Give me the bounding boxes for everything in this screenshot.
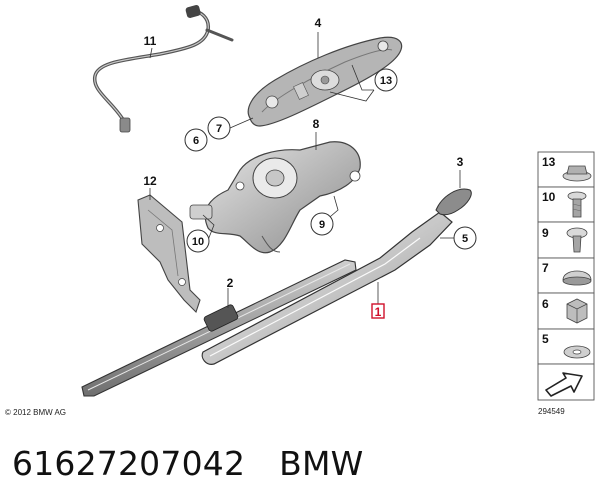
wiper-motor-part bbox=[189, 132, 361, 254]
svg-text:10: 10 bbox=[192, 236, 204, 248]
legend-item-13: 13 bbox=[537, 151, 595, 188]
part-label-1-highlight: 1 bbox=[371, 282, 385, 319]
part-label-11: 11 bbox=[144, 34, 157, 48]
part-label-12: 12 bbox=[143, 174, 157, 188]
svg-text:7: 7 bbox=[542, 261, 549, 275]
callout-7: 7 bbox=[207, 116, 231, 140]
diagram-number: 294549 bbox=[538, 407, 565, 416]
legend-item-9: 9 bbox=[537, 221, 595, 259]
legend-item-10: 10 bbox=[537, 186, 595, 223]
svg-text:9: 9 bbox=[542, 226, 549, 240]
part-label-8: 8 bbox=[313, 117, 320, 131]
legend-item-7: 7 bbox=[537, 257, 595, 294]
screw-icon bbox=[566, 227, 588, 253]
washer-icon bbox=[563, 345, 591, 359]
svg-text:9: 9 bbox=[319, 219, 325, 231]
part-label-4: 4 bbox=[315, 16, 322, 30]
part-caption: 61627207042 BMW bbox=[12, 444, 364, 483]
callout-9: 9 bbox=[310, 212, 334, 236]
wiper-blade-part bbox=[81, 259, 357, 397]
hardware-legend: 13 10 9 bbox=[537, 151, 595, 401]
bolt-icon bbox=[567, 191, 587, 218]
part-number: 61627207042 bbox=[12, 444, 246, 483]
part-label-2: 2 bbox=[227, 276, 234, 290]
copyright-text: © 2012 BMW AG bbox=[5, 408, 66, 417]
cap-icon bbox=[562, 270, 592, 286]
svg-text:7: 7 bbox=[216, 123, 222, 135]
wiper-bracket-part bbox=[137, 188, 201, 314]
legend-item-5: 5 bbox=[537, 328, 595, 365]
hex-nut-icon bbox=[566, 298, 588, 324]
legend-arrow-box bbox=[537, 363, 595, 401]
svg-text:13: 13 bbox=[380, 75, 392, 87]
washer-hose-part bbox=[93, 5, 234, 133]
part-label-3: 3 bbox=[457, 155, 464, 169]
wiper-cover-part bbox=[247, 32, 403, 127]
callout-6: 6 bbox=[184, 128, 208, 152]
svg-text:5: 5 bbox=[462, 233, 468, 245]
callout-5: 5 bbox=[453, 226, 477, 250]
svg-text:13: 13 bbox=[542, 155, 556, 169]
svg-text:5: 5 bbox=[542, 332, 549, 346]
callout-13: 13 bbox=[374, 68, 398, 92]
direction-arrow-icon bbox=[545, 372, 583, 397]
legend-item-6: 6 bbox=[537, 292, 595, 330]
wiper-arm-part bbox=[201, 170, 472, 365]
brand-name: BMW bbox=[279, 444, 364, 483]
svg-text:6: 6 bbox=[542, 297, 549, 311]
svg-text:1: 1 bbox=[375, 305, 382, 319]
svg-text:10: 10 bbox=[542, 190, 556, 204]
svg-text:6: 6 bbox=[193, 135, 199, 147]
callout-10: 10 bbox=[186, 229, 210, 253]
washer-nut-icon bbox=[562, 165, 592, 182]
